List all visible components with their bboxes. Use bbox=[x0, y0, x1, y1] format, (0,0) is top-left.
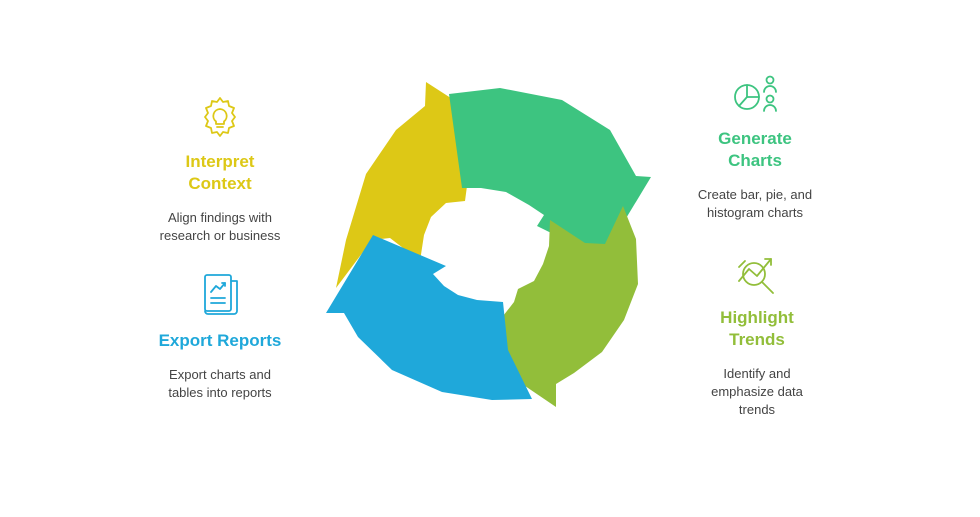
gear-lightbulb-icon bbox=[204, 97, 236, 137]
step-interpret-desc: Align findings with research or business bbox=[159, 210, 281, 243]
trend-magnifier-icon bbox=[738, 258, 774, 294]
step-export-title: Export Reports bbox=[158, 331, 282, 350]
step-highlight-desc: Identify and emphasize data trends bbox=[711, 366, 803, 417]
arrow-export bbox=[326, 235, 532, 400]
step-generate-title: Generate Charts bbox=[718, 129, 792, 170]
step-interpret-title: Interpret Context bbox=[185, 152, 255, 193]
arrow-generate bbox=[449, 88, 651, 258]
step-highlight: Highlight Trends Identify and emphasize … bbox=[657, 251, 857, 419]
step-export: Export Reports Export charts and tables … bbox=[128, 270, 312, 402]
step-interpret: Interpret Context Align findings with re… bbox=[118, 95, 322, 245]
report-document-icon bbox=[204, 274, 238, 315]
step-export-desc: Export charts and tables into reports bbox=[168, 367, 272, 400]
step-generate: Generate Charts Create bar, pie, and his… bbox=[655, 72, 855, 222]
arrow-highlight bbox=[475, 206, 638, 407]
step-generate-desc: Create bar, pie, and histogram charts bbox=[697, 187, 813, 220]
pie-chart-people-icon bbox=[734, 75, 777, 112]
step-highlight-title: Highlight Trends bbox=[720, 308, 794, 349]
